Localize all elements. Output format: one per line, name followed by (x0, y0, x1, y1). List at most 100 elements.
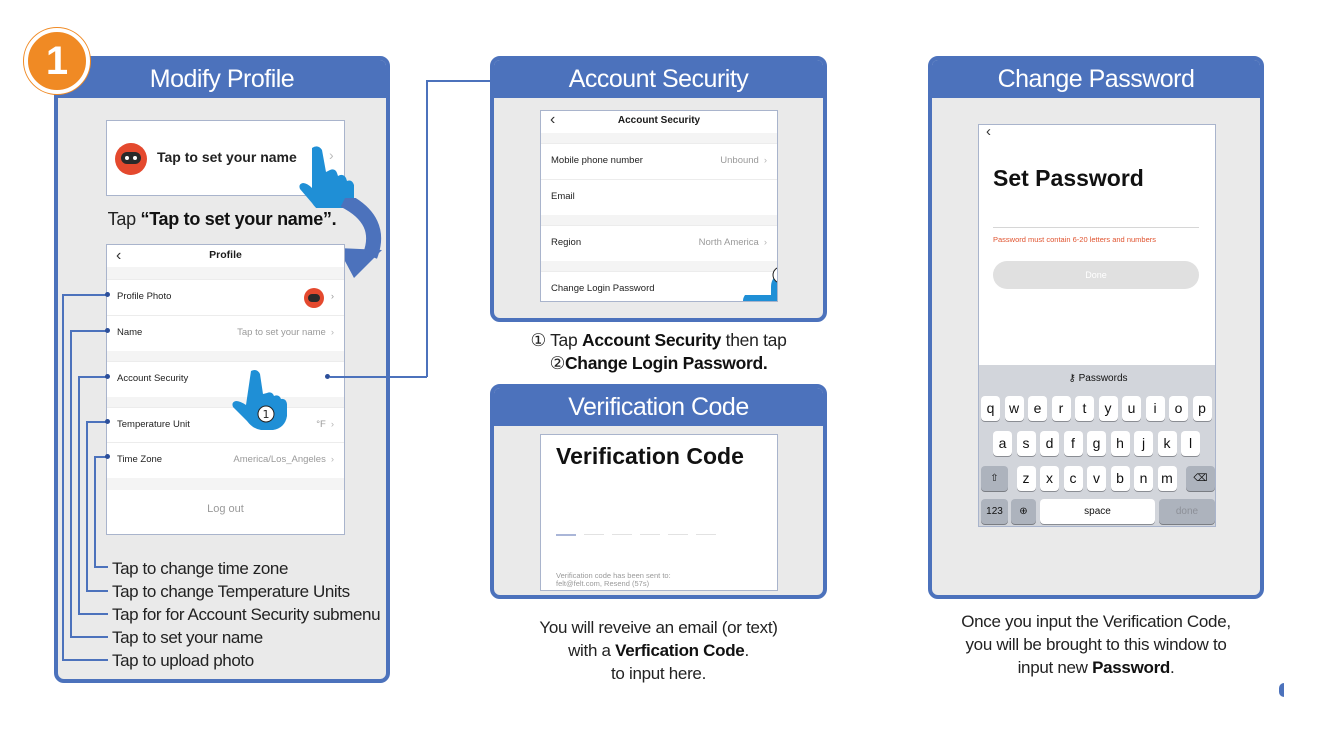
key-s[interactable]: s (1016, 431, 1036, 456)
verification-code-panel: Verification Code Verification Code Veri… (490, 384, 827, 599)
callout-account-security: Tap for for Account Security submenu (112, 605, 381, 624)
space-key[interactable]: space (1040, 499, 1155, 524)
row-mobile-phone[interactable]: Mobile phone number Unbound› (541, 143, 777, 180)
profile-row-temperature-unit[interactable]: Temperature Unit °F› (107, 407, 344, 444)
key-w[interactable]: w (1004, 396, 1024, 421)
done-key[interactable]: done (1159, 499, 1215, 524)
back-chevron-icon[interactable]: ‹ (986, 124, 991, 140)
code-input-slots[interactable] (556, 534, 716, 536)
key-h[interactable]: h (1110, 431, 1130, 456)
key-j[interactable]: j (1134, 431, 1153, 456)
account-security-screen: ‹ Account Security Mobile phone number U… (540, 110, 778, 302)
page-edge-mark (1279, 683, 1284, 697)
change-password-title: Change Password (932, 60, 1260, 98)
code-sent-note: Verification code has been sent to: felt… (556, 571, 671, 588)
key-z[interactable]: z (1016, 466, 1036, 491)
back-chevron-icon[interactable]: ‹ (116, 247, 122, 264)
profile-row-photo[interactable]: Profile Photo › (107, 279, 344, 316)
delete-key[interactable]: ⌫ (1186, 466, 1215, 491)
set-password-screen: ‹ Set Password Password must contain 6-2… (978, 124, 1216, 527)
step-number-badge: 1 (24, 28, 90, 94)
tap-hand-icon: 1 (232, 370, 287, 430)
modify-profile-caption: Tap “Tap to set your name”. (107, 209, 337, 229)
globe-key[interactable]: ⊕ (1011, 499, 1036, 524)
passwords-autofill-bar[interactable]: ⚷ Passwords (1068, 373, 1128, 384)
account-security-title: Account Security (494, 60, 823, 98)
chevron-right-icon: › (330, 419, 334, 430)
keyboard: ⚷ Passwords q w e r t y u i o p a s d f … (979, 365, 1215, 526)
svg-text:1: 1 (263, 408, 270, 421)
key-r[interactable]: r (1051, 396, 1071, 421)
chevron-right-icon: › (763, 155, 767, 166)
chevron-right-icon: › (329, 147, 334, 163)
row-region[interactable]: Region North America› (541, 225, 777, 262)
chevron-right-icon: › (763, 237, 767, 248)
key-u[interactable]: u (1122, 396, 1141, 421)
verification-code-screen: Verification Code Verification code has … (540, 434, 778, 591)
account-security-caption: ① Tap Account Security then tap ②Change … (530, 330, 787, 373)
svg-text:2: 2 (778, 269, 779, 282)
robot-avatar-icon (304, 288, 324, 308)
numbers-key[interactable]: 123 (981, 499, 1008, 524)
key-c[interactable]: c (1063, 466, 1083, 491)
done-button[interactable]: Done (993, 261, 1199, 289)
key-t[interactable]: t (1075, 396, 1094, 421)
password-error-text: Password must contain 6-20 letters and n… (993, 235, 1156, 244)
tap-hand-icon: 2 (743, 267, 779, 301)
set-name-card-label: Tap to set your name (157, 149, 297, 165)
key-a[interactable]: a (993, 431, 1012, 456)
globe-icon: ⊕ (1019, 506, 1028, 517)
row-email[interactable]: Email (541, 179, 777, 216)
password-input[interactable] (993, 227, 1199, 228)
key-e[interactable]: e (1028, 396, 1047, 421)
callout-temperature-units: Tap to change Temperature Units (112, 582, 350, 601)
shift-icon: ⇧ (990, 473, 999, 484)
logout-button[interactable]: Log out (207, 503, 244, 515)
shift-key[interactable]: ⇧ (981, 466, 1008, 491)
backspace-icon: ⌫ (1193, 473, 1208, 484)
key-l[interactable]: l (1181, 431, 1200, 456)
key-q[interactable]: q (981, 396, 1000, 421)
key-n[interactable]: n (1134, 466, 1153, 491)
key-v[interactable]: v (1087, 466, 1106, 491)
modify-profile-title: Modify Profile (58, 60, 386, 98)
step-number: 1 (45, 39, 69, 83)
key-o[interactable]: o (1169, 396, 1188, 421)
chevron-right-icon: › (330, 454, 334, 465)
key-k[interactable]: k (1157, 431, 1177, 456)
callout-time-zone: Tap to change time zone (112, 559, 289, 578)
profile-row-account-security[interactable]: Account Security (107, 361, 344, 398)
key-p[interactable]: p (1192, 396, 1212, 421)
set-name-card[interactable]: Tap to set your name › (106, 120, 345, 196)
key-icon: ⚷ (1068, 373, 1079, 384)
modify-profile-panel: Modify Profile Tap to set your name › Ta… (54, 56, 390, 683)
verification-heading: Verification Code (556, 443, 744, 469)
chevron-right-icon: › (330, 327, 334, 338)
profile-screen-title: Profile (209, 249, 242, 261)
curved-arrow-icon (338, 198, 382, 278)
change-password-panel: Change Password ‹ Set Password Password … (928, 56, 1264, 599)
callout-upload-photo: Tap to upload photo (112, 651, 254, 670)
change-password-caption: Once you input the Verification Code, yo… (961, 612, 1231, 677)
profile-row-time-zone[interactable]: Time Zone America/Los_Angeles› (107, 442, 344, 479)
callout-set-name: Tap to set your name (112, 628, 263, 647)
key-y[interactable]: y (1098, 396, 1118, 421)
key-x[interactable]: x (1040, 466, 1059, 491)
key-g[interactable]: g (1087, 431, 1106, 456)
chevron-right-icon: › (330, 291, 334, 302)
key-b[interactable]: b (1110, 466, 1130, 491)
key-f[interactable]: f (1063, 431, 1083, 456)
resend-link[interactable]: felt@felt.com, Resend (57s) (556, 579, 650, 588)
row-change-login-password[interactable]: Change Login Password (541, 271, 777, 301)
key-d[interactable]: d (1040, 431, 1059, 456)
profile-row-name[interactable]: Name Tap to set your name› (107, 315, 344, 352)
tap-hand-icon (299, 146, 354, 208)
back-chevron-icon[interactable]: ‹ (550, 111, 556, 128)
verification-code-title: Verification Code (494, 388, 823, 426)
key-i[interactable]: i (1145, 396, 1165, 421)
key-m[interactable]: m (1157, 466, 1177, 491)
profile-screen: ‹ Profile Profile Photo › Name Tap to se… (106, 244, 345, 535)
robot-avatar-icon (115, 143, 147, 175)
account-security-panel: Account Security ‹ Account Security Mobi… (490, 56, 827, 322)
verification-caption: You will reveive an email (or text) with… (539, 618, 778, 683)
